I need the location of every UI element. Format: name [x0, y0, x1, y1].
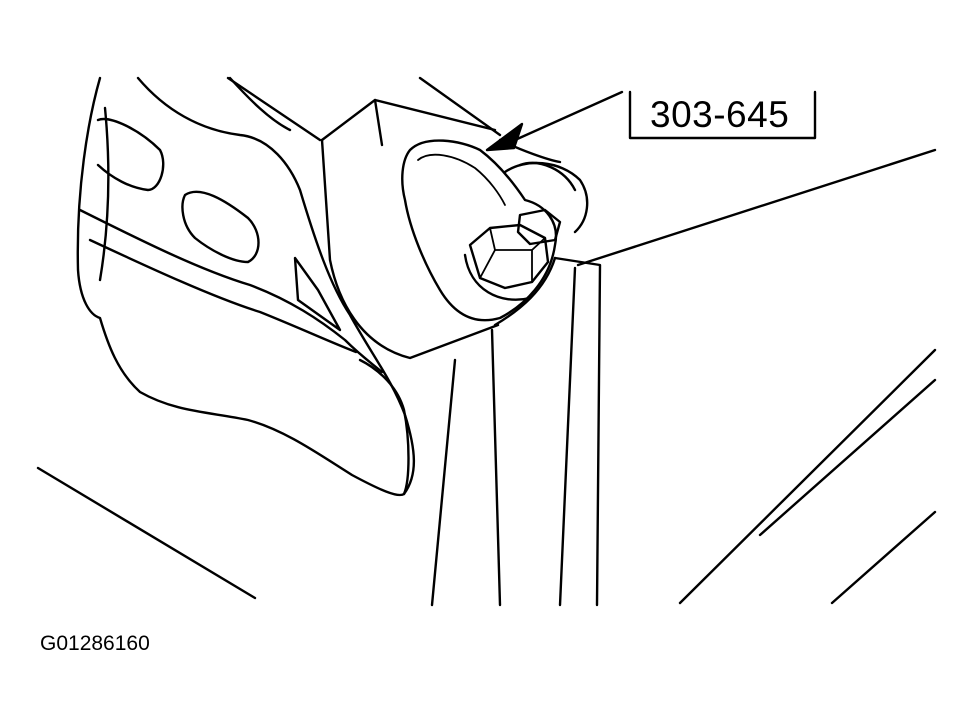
right-panel: [36, 138, 937, 605]
engine-casting: [76, 76, 416, 497]
figure-id: G01286160: [40, 632, 150, 655]
callout-label: 303-645: [650, 94, 790, 135]
special-tool-303-645: [401, 139, 589, 322]
engine-block: [226, 76, 602, 607]
callout-leader: [485, 90, 817, 152]
